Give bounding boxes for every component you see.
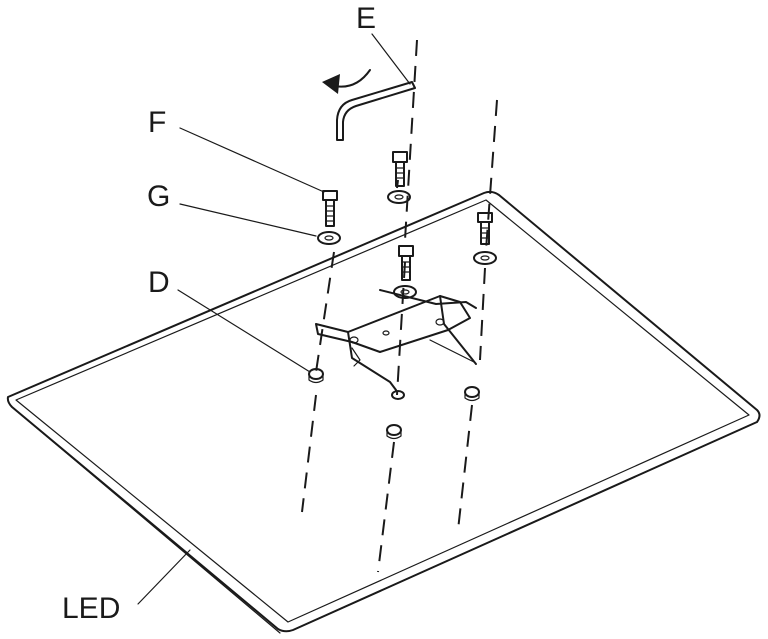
label-g: G (147, 180, 171, 213)
label-d: D (148, 266, 170, 299)
nuts (308, 368, 480, 440)
stand-bracket (315, 289, 477, 391)
label-led: LED (62, 592, 121, 625)
screw-right (477, 212, 493, 245)
screw-left (322, 190, 338, 227)
screw-center (392, 151, 408, 187)
leader-f (179, 127, 325, 193)
leader-led (137, 549, 191, 605)
leader-g (179, 203, 317, 237)
washers (317, 190, 497, 299)
led-panel (6, 190, 761, 634)
leader-d (177, 289, 311, 373)
screw-front (398, 245, 414, 281)
leader-e (371, 33, 411, 85)
alignment-lines (301, 39, 498, 573)
curved-arrow-icon (322, 69, 371, 94)
hex-key (336, 81, 416, 141)
label-e: E (356, 2, 377, 35)
label-f: F (148, 106, 167, 139)
leader-lines (137, 33, 411, 605)
